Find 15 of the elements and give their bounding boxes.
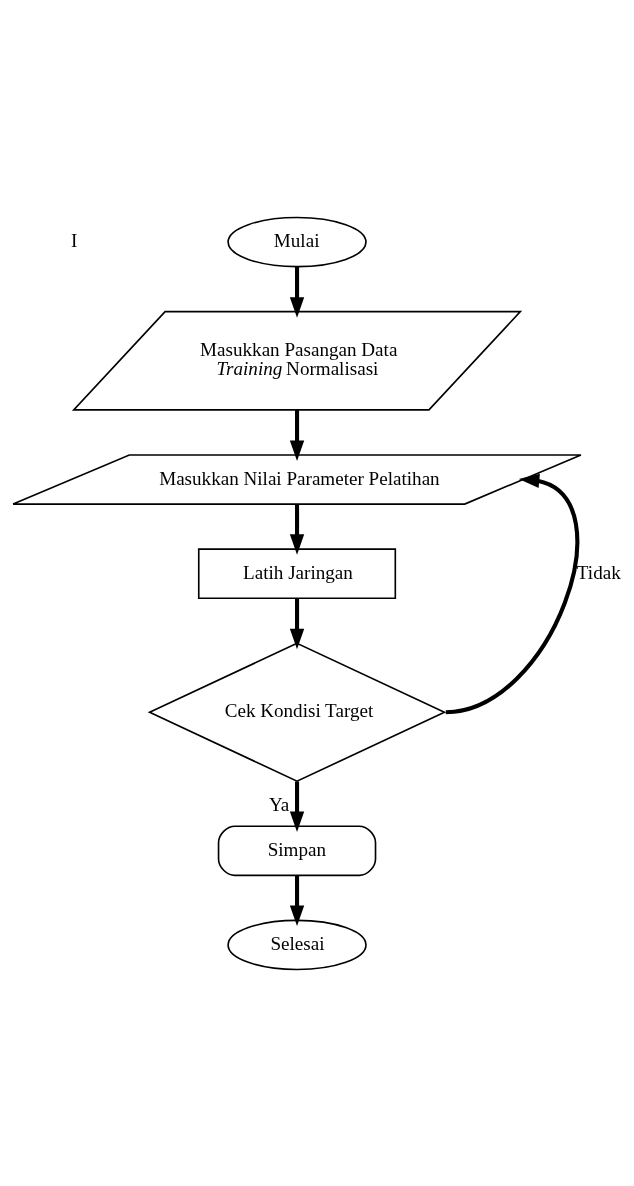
node-box: Simpan: [217, 824, 377, 876]
node-box: Latih Jaringan: [197, 547, 397, 599]
arrow: [289, 598, 305, 649]
node-ellipse: Selesai: [227, 919, 367, 970]
arrow: [289, 503, 305, 555]
edge-label: Ya: [268, 793, 290, 815]
label: I: [71, 229, 78, 251]
arrow: [445, 473, 580, 714]
arrow: [289, 875, 305, 926]
arrow: [289, 409, 305, 461]
node-diamond: Cek Kondisi Target: [147, 641, 447, 782]
arrow: [289, 781, 305, 832]
edge-label: Tidak: [576, 561, 621, 583]
node-ellipse: Mulai: [227, 216, 367, 267]
arrow: [289, 266, 305, 318]
